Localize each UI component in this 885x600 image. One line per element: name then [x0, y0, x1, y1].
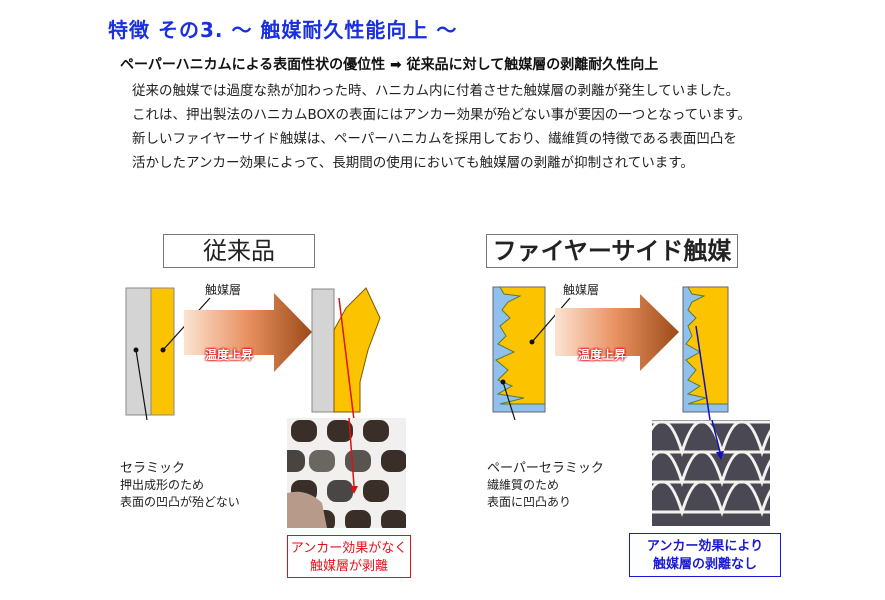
description-line: これは、押出製法のハニカムBOXの表面にはアンカー効果が殆どない事が要因の一つと…	[132, 107, 751, 123]
callout-line: 触媒層の剥離なし	[652, 557, 757, 572]
catalyst-layer-label: 触媒層	[563, 283, 600, 297]
temperature-rise-label: 温度上昇	[578, 348, 627, 362]
paper-ceramic-label: ペーパーセラミック	[487, 461, 604, 476]
conventional-callout: アンカー効果がなく 触媒層が剥離	[287, 535, 411, 578]
subtitle: ペーパーハニカムによる表面性状の優位性 ➡ 従来品に対して触媒層の剥離耐久性向上	[120, 57, 659, 73]
paper-honeycomb-image	[652, 420, 770, 526]
ceramic-note-line: 押出成形のため	[120, 478, 205, 492]
extruded-honeycomb-image	[287, 418, 406, 528]
paper-honeycomb-photo	[652, 420, 770, 526]
honeycomb-photo	[287, 418, 406, 528]
description: 従来の触媒では過度な熱が加わった時、ハニカム内に付着させた触媒層の剥離が発生して…	[132, 79, 751, 175]
fireside-heading: ファイヤーサイド触媒	[486, 234, 738, 268]
description-line: 新しいファイヤーサイド触媒は、ペーパーハニカムを採用しており、繊維質の特徴である…	[132, 131, 737, 147]
ceramic-note: 押出成形のため 表面の凹凸が殆どない	[120, 477, 240, 511]
fireside-diagram	[492, 286, 729, 420]
description-line: 従来の触媒では過度な熱が加わった時、ハニカム内に付着させた触媒層の剥離が発生して…	[132, 83, 740, 99]
catalyst-layer-label: 触媒層	[205, 283, 242, 297]
description-line: 活かしたアンカー効果によって、長期間の使用においても触媒層の剥離が抑制されていま…	[132, 155, 694, 171]
paper-ceramic-note-line: 繊維質のため	[487, 478, 560, 492]
callout-line: 触媒層が剥離	[309, 559, 388, 574]
callout-line: アンカー効果により	[646, 539, 764, 554]
paper-ceramic-note: 繊維質のため 表面に凹凸あり	[487, 477, 571, 511]
temperature-rise-label: 温度上昇	[205, 348, 254, 362]
ceramic-label: セラミック	[120, 461, 186, 476]
paper-ceramic-note-line: 表面に凹凸あり	[487, 495, 572, 509]
callout-line: アンカー効果がなく	[290, 541, 408, 556]
page-title: 特徴 その3. ～ 触媒耐久性能向上 ～	[108, 18, 458, 42]
conventional-heading: 従来品	[163, 234, 315, 268]
ceramic-note-line: 表面の凹凸が殆どない	[120, 495, 240, 509]
fireside-callout: アンカー効果により 触媒層の剥離なし	[629, 533, 781, 577]
conventional-diagram	[125, 287, 381, 420]
